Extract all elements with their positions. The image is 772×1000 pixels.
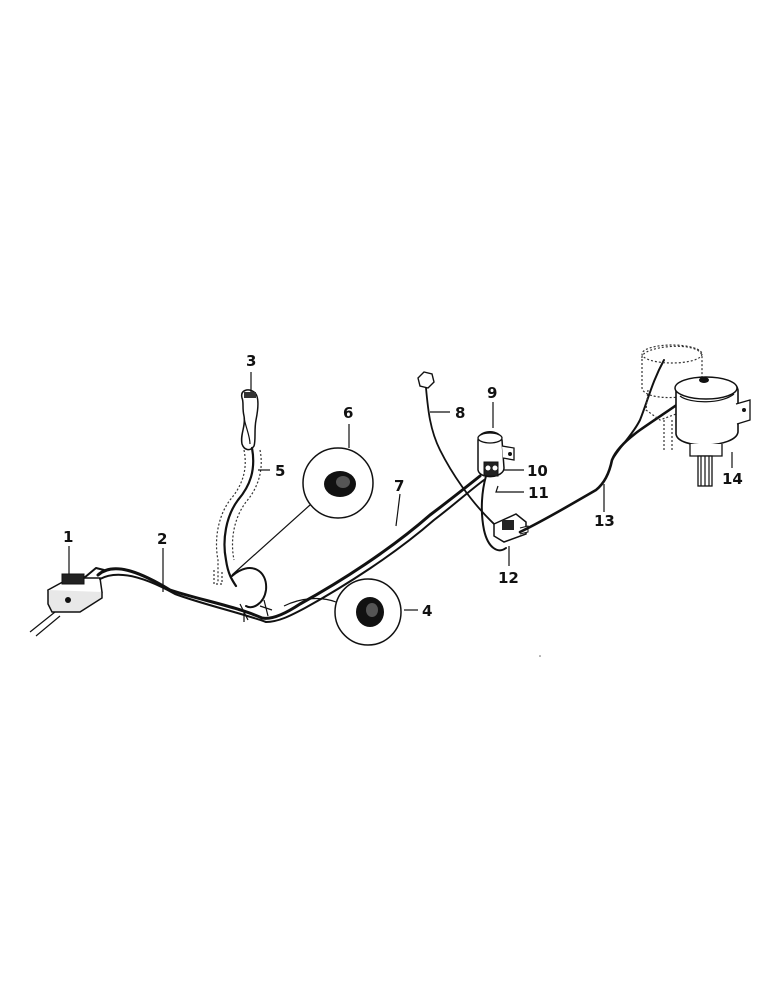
callout-3: 3 (246, 352, 256, 370)
sensor-lead (213, 389, 262, 588)
main-harness-wire (96, 474, 485, 623)
callout-2: 2 (157, 530, 167, 548)
motor-14 (641, 344, 751, 487)
switch-9 (477, 431, 515, 552)
callout-14: 14 (722, 470, 743, 488)
callout-11: 11 (528, 484, 549, 502)
callout-4: 4 (422, 602, 432, 620)
callout-9: 9 (487, 384, 497, 402)
grommet-6 (231, 447, 374, 576)
connector-block (29, 567, 105, 637)
callout-12: 12 (498, 569, 519, 587)
callout-8: 8 (455, 404, 465, 422)
callout-10: 10 (527, 462, 548, 480)
callout-labels: 1 2 3 4 5 6 7 8 9 10 11 12 13 14 (63, 352, 743, 620)
callout-6: 6 (343, 404, 353, 422)
callout-13: 13 (594, 512, 615, 530)
leader-lines (68, 372, 733, 611)
callout-1: 1 (63, 528, 73, 546)
speck (539, 655, 541, 657)
grommet-4 (283, 578, 402, 646)
connector-12 (493, 513, 529, 543)
callout-5: 5 (275, 462, 285, 480)
motor-wire-13 (518, 359, 708, 534)
callout-7: 7 (394, 477, 404, 495)
